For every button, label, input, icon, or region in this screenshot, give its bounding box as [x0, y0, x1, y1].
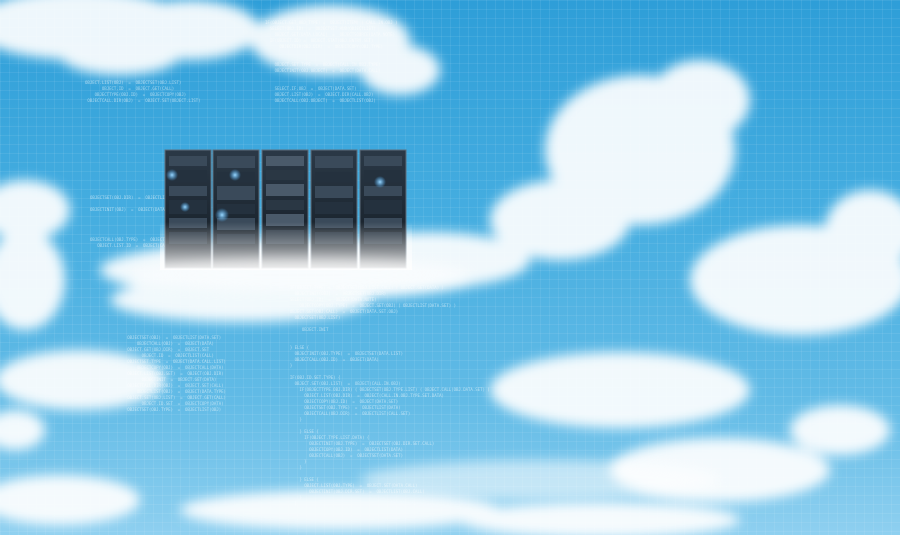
- code-overlay-left-bottom: OBJECTSET(OBJ) = OBJECTLIST(DATA.SET) OB…: [127, 335, 226, 412]
- cloud-far-right: [690, 190, 900, 335]
- cloud-top-middle: [250, 5, 440, 95]
- rack-fog: [160, 150, 412, 270]
- cloud-right-large: [490, 60, 750, 260]
- cloud-bottom: [0, 475, 740, 535]
- code-overlay-top: IF(OBJECT.GET_OBJ_TYPE) = OBJECT(ITEM) (…: [265, 20, 398, 103]
- cloud-left: [0, 180, 165, 450]
- code-overlay-left-top: OBJECT.LIST(OBJ) = OBJECTSET(OBJ.LIST) O…: [85, 80, 201, 103]
- cloud-lower-right: [490, 352, 890, 502]
- cloud-top-left: [0, 0, 260, 75]
